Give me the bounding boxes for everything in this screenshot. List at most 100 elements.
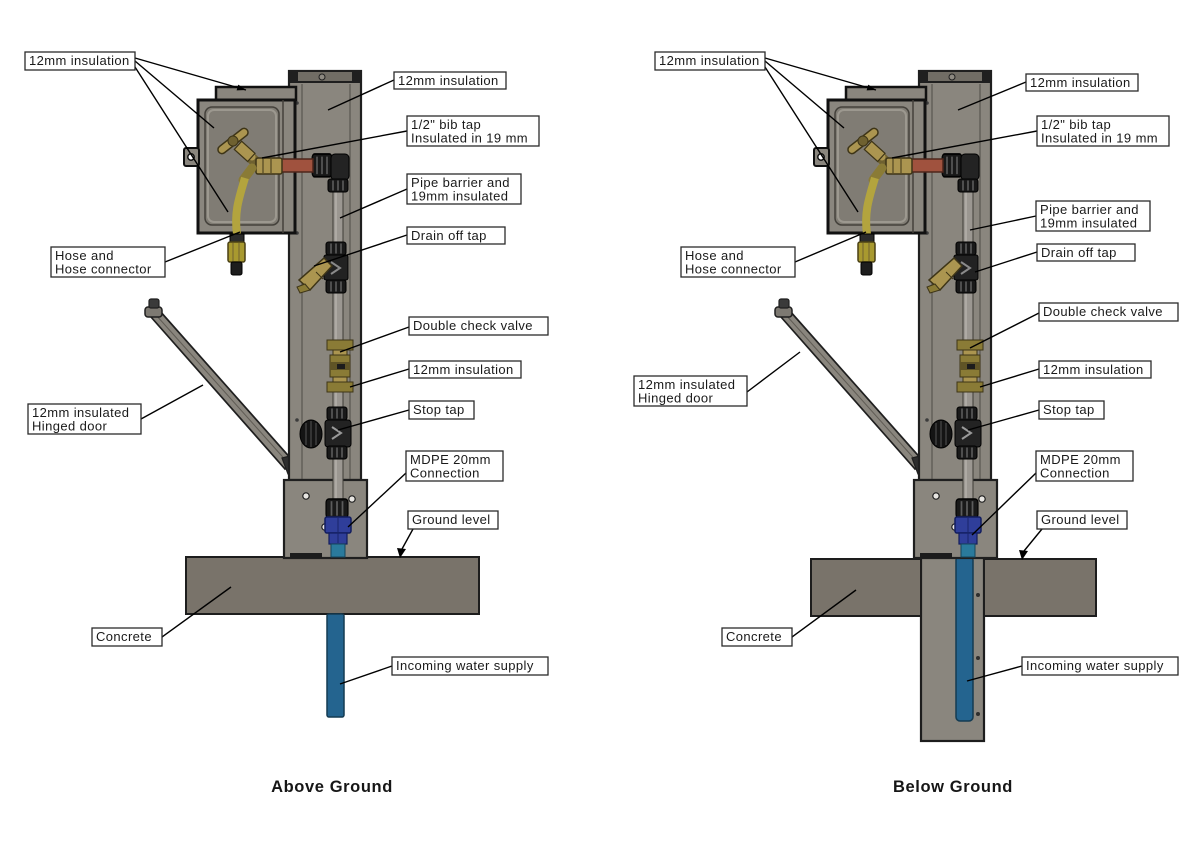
hinged-door-label-leader	[140, 384, 204, 420]
ground-level-label-text: Ground level	[1041, 512, 1120, 527]
insulation-post-label-leader	[957, 81, 1027, 111]
insulation-fan-label: 12mm insulation	[654, 51, 877, 213]
stop-tap-label: Stop tap	[967, 400, 1105, 431]
mdpe-label-box	[405, 450, 504, 482]
bib-tap-label-leader	[891, 130, 1038, 159]
hinged-door-label-leader	[746, 351, 801, 393]
double-check-valve-label-text: Double check valve	[413, 318, 533, 333]
hose-connector-label-text: Hose connector	[685, 262, 782, 277]
hose-connector-label-leader	[164, 231, 241, 263]
bib-tap-label-text: Insulated in 19 mm	[1041, 131, 1158, 146]
insulation-fan-label-leader	[764, 60, 845, 129]
stop-tap-label: Stop tap	[337, 400, 475, 431]
ground-level-label-arrowhead	[397, 548, 406, 558]
bib-tap-label-text: Insulated in 19 mm	[411, 131, 528, 146]
incoming-water-label-box	[1021, 656, 1179, 676]
concrete-label: Concrete	[91, 586, 232, 647]
mdpe-label-leader	[347, 472, 407, 528]
pipe-barrier-label-leader	[969, 215, 1037, 231]
hose-connector-label-box	[680, 246, 796, 278]
drain-off-tap-label-leader	[974, 251, 1038, 273]
hinged-door-label-text: Hinged door	[32, 419, 107, 434]
insulation-fan-label-box	[654, 51, 766, 71]
insulation-pipe-label-text: 12mm insulation	[1043, 362, 1144, 377]
incoming-water-label-text: Incoming water supply	[1026, 658, 1164, 673]
incoming-water-label-text: Incoming water supply	[396, 658, 534, 673]
hose-connector-label-text: Hose and	[685, 248, 744, 263]
insulation-fan-label-text: 12mm insulation	[29, 53, 130, 68]
ground-level-label-leader	[1023, 528, 1043, 552]
insulation-post-label-box	[393, 71, 507, 90]
drain-off-tap-label: Drain off tap	[313, 226, 506, 267]
insulation-fan-label-arrowhead	[236, 84, 246, 91]
double-check-valve-label-box	[1038, 302, 1179, 322]
hose-connector-label-box	[50, 246, 166, 278]
insulation-fan-label-box	[24, 51, 136, 71]
ground-level-label: Ground level	[397, 510, 499, 558]
pipe-barrier-label-text: Pipe barrier and	[1040, 202, 1139, 217]
hose-connector-label-leader	[794, 231, 867, 263]
stop-tap-label-text: Stop tap	[1043, 402, 1095, 417]
concrete-label-text: Concrete	[96, 629, 152, 644]
drain-off-tap-label-box	[406, 226, 506, 245]
mdpe-label-text: Connection	[1040, 466, 1110, 481]
insulation-fan-label-text: 12mm insulation	[659, 53, 760, 68]
bib-tap-label-box	[1036, 115, 1170, 147]
insulation-fan-label: 12mm insulation	[24, 51, 247, 213]
mdpe-label-text: Connection	[410, 466, 480, 481]
insulation-pipe-label: 12mm insulation	[979, 360, 1152, 388]
hinged-door-label-box	[633, 375, 748, 407]
insulation-pipe-label-leader	[349, 368, 410, 388]
insulation-pipe-label-text: 12mm insulation	[413, 362, 514, 377]
ground-level-label: Ground level	[1019, 510, 1128, 560]
hinged-door-label-text: 12mm insulated	[638, 377, 735, 392]
insulation-post-label-box	[1025, 73, 1139, 92]
mdpe-label-box	[1035, 450, 1134, 482]
ground-level-label-text: Ground level	[412, 512, 491, 527]
incoming-water-label-leader	[966, 665, 1023, 682]
incoming-water-label: Incoming water supply	[339, 656, 549, 685]
insulation-pipe-label-leader	[979, 368, 1040, 388]
mdpe-label-text: MDPE 20mm	[1040, 452, 1121, 467]
above-ground-annotations: 12mm insulation 12mm insulation 1/2" bib t…	[24, 51, 549, 685]
hose-connector-label-text: Hose connector	[55, 262, 152, 277]
incoming-water-label-leader	[339, 665, 393, 685]
concrete-slab-left	[810, 558, 922, 617]
bib-tap-label-box	[406, 115, 540, 147]
hinged-door-label-box	[27, 403, 142, 435]
insulation-post-label-leader	[327, 79, 395, 111]
ground-level-label-arrowhead	[1019, 550, 1028, 560]
ground-level-label-box	[1036, 510, 1128, 530]
stop-tap-label-leader	[337, 409, 410, 431]
below-ground-base	[810, 554, 1097, 743]
double-check-valve-label-box	[408, 316, 549, 336]
below-ground-annotations: 12mm insulation 12mm insulation 1/2" bib t…	[633, 51, 1179, 682]
insulation-post-label-text: 12mm insulation	[1030, 75, 1131, 90]
double-check-valve-label-leader	[969, 312, 1040, 349]
insulation-pipe-label: 12mm insulation	[349, 360, 522, 388]
stop-tap-label-box	[408, 400, 475, 420]
concrete-label-text: Concrete	[726, 629, 782, 644]
below-ground-caption: Below Ground	[893, 778, 1013, 796]
below-ground-diagram: 12mm insulation 12mm insulation 1/2" bib t…	[633, 51, 1179, 796]
hose-connector-label-text: Hose and	[55, 248, 114, 263]
water-supply-pipe	[326, 613, 345, 718]
insulation-fan-label-leader	[764, 66, 859, 213]
insulation-fan-label-arrowhead	[866, 84, 876, 91]
mdpe-label-leader	[971, 472, 1037, 536]
post-underground-extension	[919, 554, 986, 743]
insulation-fan-label-leader	[134, 66, 229, 213]
stop-tap-label-box	[1038, 400, 1105, 420]
insulation-pipe-label-box	[1038, 360, 1152, 379]
pipe-barrier-label-text: 19mm insulated	[411, 189, 508, 204]
above-ground-caption: Above Ground	[271, 778, 393, 796]
above-ground-diagram: 12mm insulation 12mm insulation 1/2" bib t…	[24, 51, 549, 796]
